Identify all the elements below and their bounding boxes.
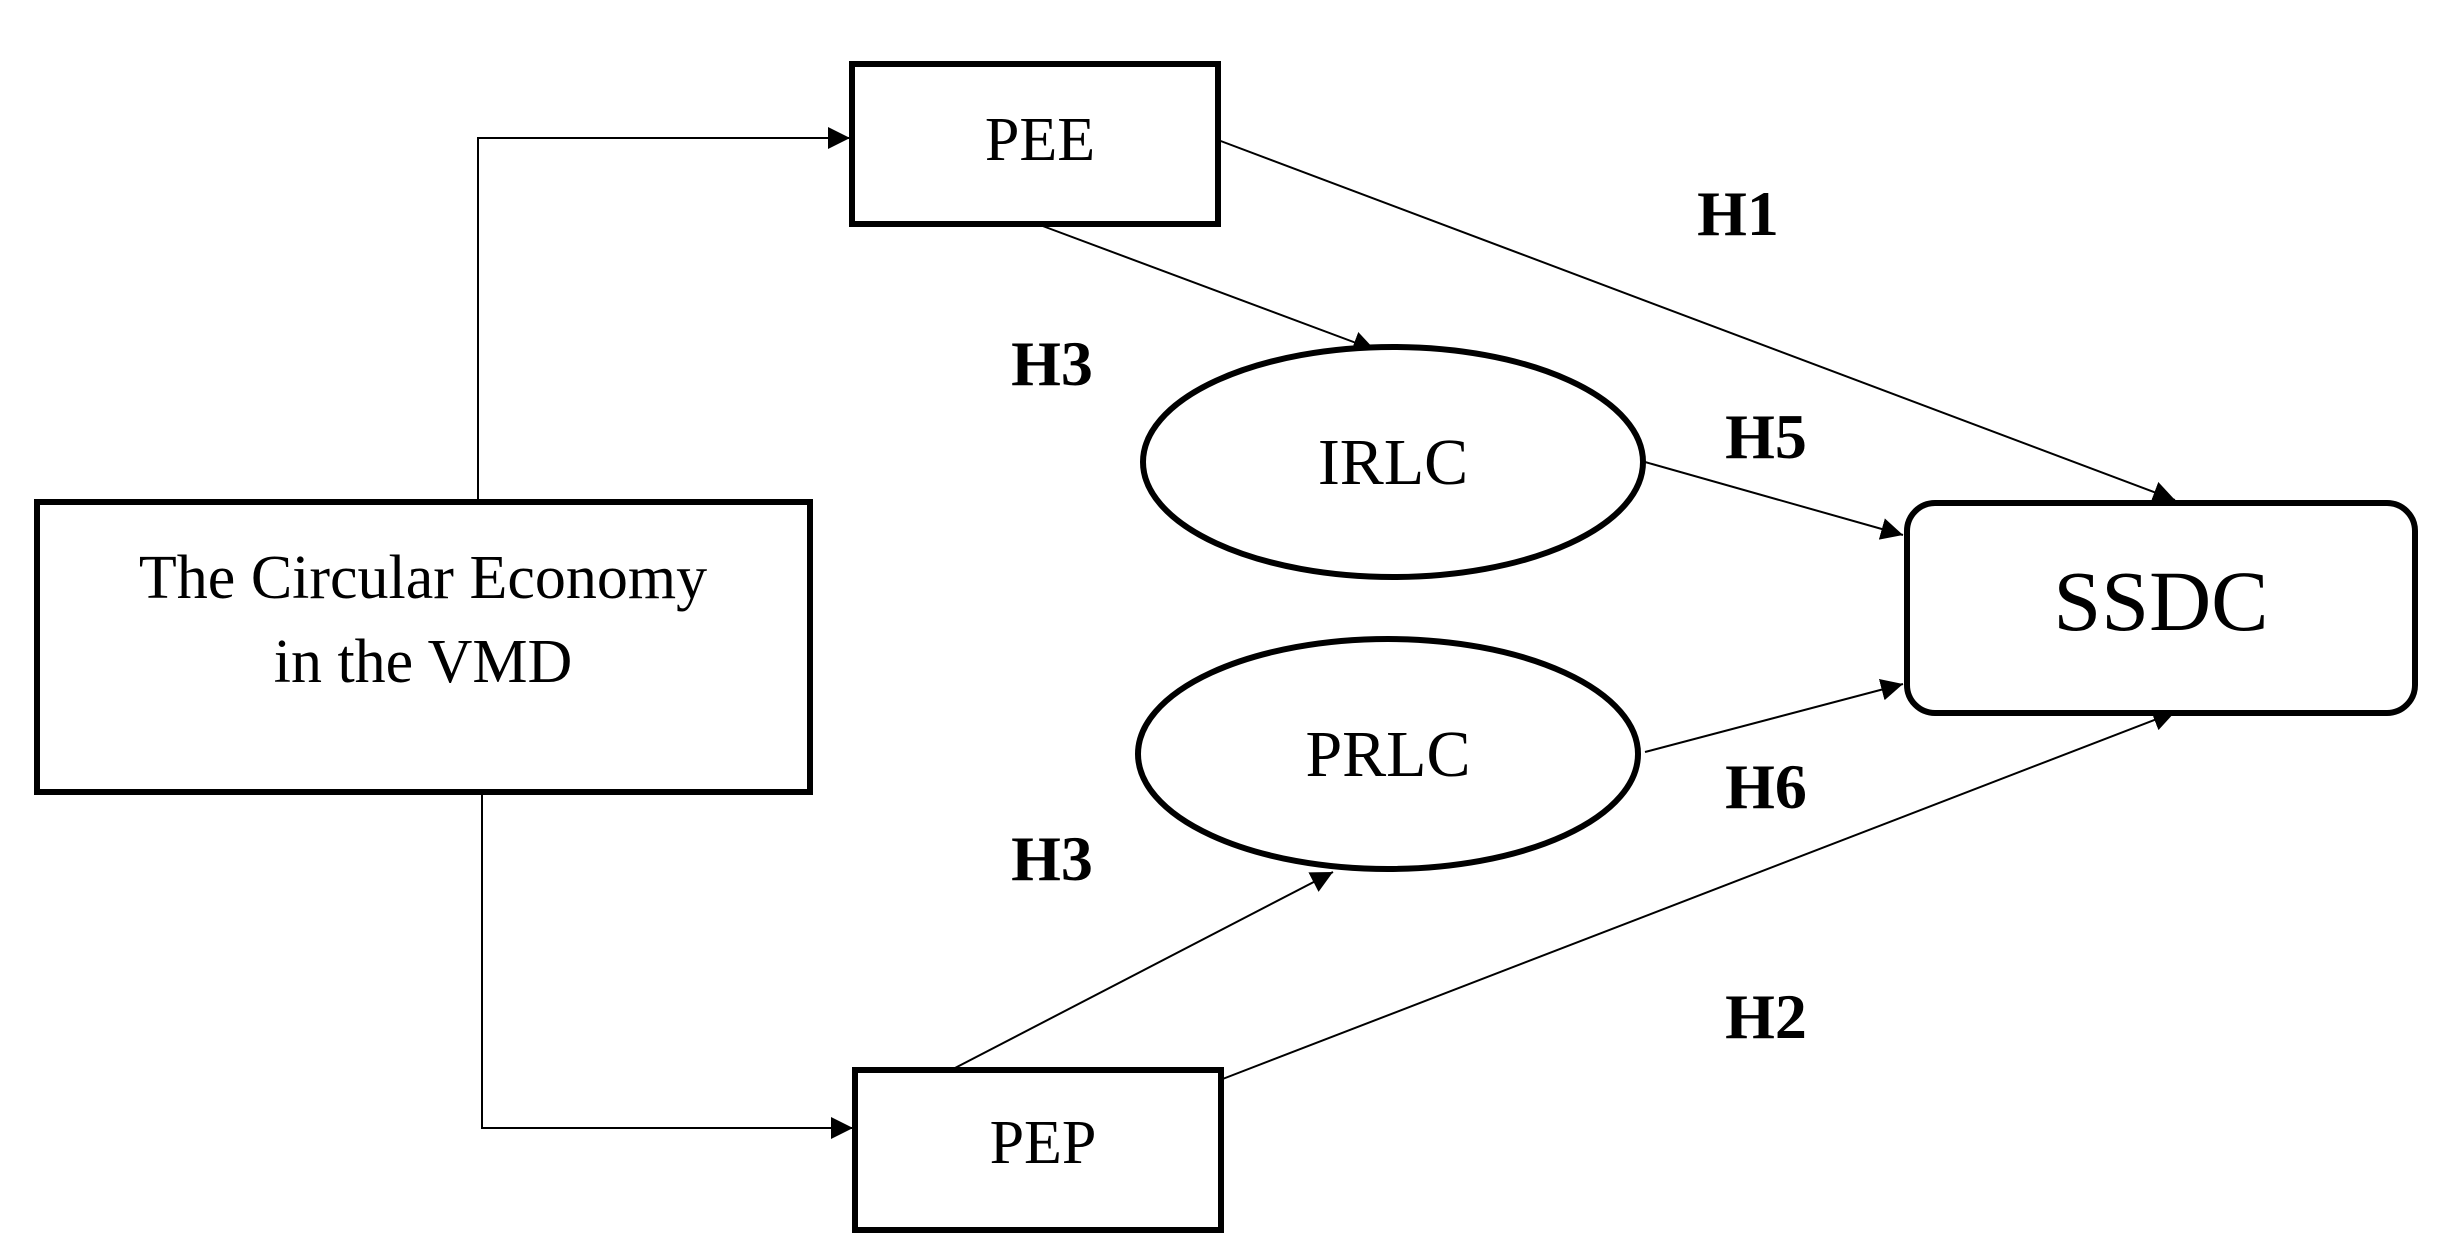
circular-economy-label-line2: in the VMD [274, 628, 573, 696]
node-circular-economy: The Circular Economy in the VMD [34, 499, 813, 795]
node-prlc: PRLC [1135, 636, 1641, 872]
circular-economy-label-line1: The Circular Economy [139, 544, 707, 612]
node-pee: PEE [849, 61, 1221, 227]
hypothesis-h6-label: H6 [1725, 751, 1807, 822]
irlc-label: IRLC [1318, 426, 1468, 499]
hypothesis-h2-label: H2 [1725, 981, 1807, 1052]
edge-prlc-to-ssdc [1644, 678, 1904, 753]
edge-irlc-to-ssdc [1644, 461, 1904, 540]
hypothesis-h5-label: H5 [1725, 401, 1807, 472]
edge-pep-to-prlc [954, 871, 1334, 1069]
hypothesis-h1-label: H1 [1697, 178, 1779, 249]
node-irlc: IRLC [1140, 344, 1646, 580]
edge-pee-to-ssdc [1217, 139, 2176, 503]
edge-pep-to-ssdc [1219, 709, 2176, 1081]
edge-ce-to-pep [481, 795, 853, 1139]
prlc-label: PRLC [1305, 718, 1470, 791]
edge-pee-to-irlc [1039, 224, 1376, 353]
node-pep: PEP [852, 1067, 1224, 1233]
pep-label: PEP [990, 1109, 1097, 1177]
pee-label: PEE [985, 106, 1095, 174]
edge-ce-to-pee [477, 127, 850, 500]
hypothesis-h3-bottom-label: H3 [1011, 823, 1093, 894]
ssdc-label: SSDC [2053, 553, 2268, 649]
hypothesis-h3-top-label: H3 [1011, 328, 1093, 399]
node-ssdc: SSDC [1904, 500, 2418, 716]
